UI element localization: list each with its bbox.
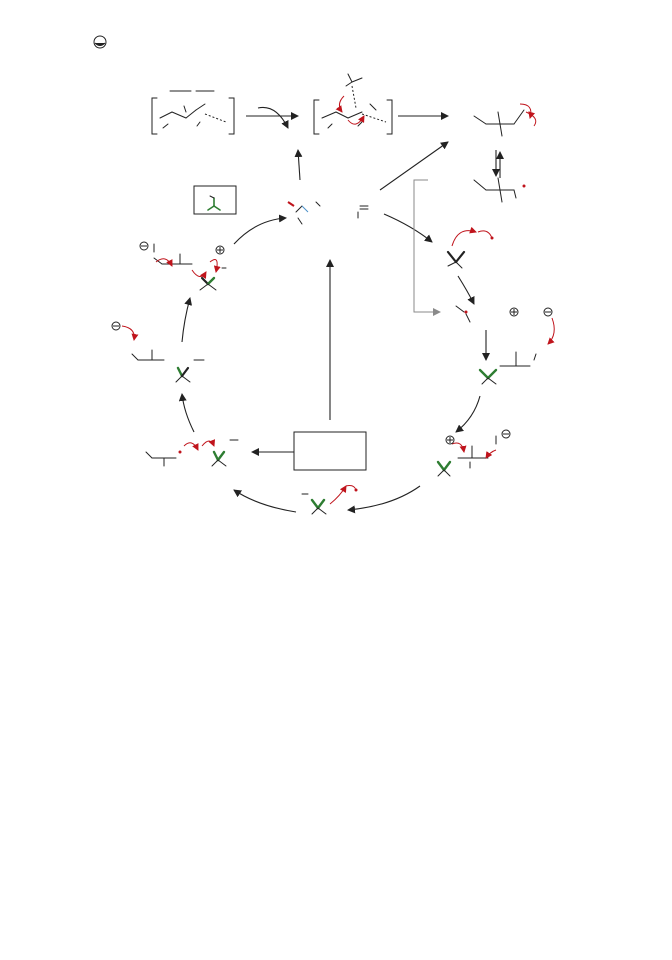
upper-left-plus-charge xyxy=(215,245,225,255)
top-left-bracketed-species xyxy=(151,90,235,135)
right-minus-arrow xyxy=(547,317,555,345)
arrow-cycle-entry-left xyxy=(233,214,287,245)
left-mid-species xyxy=(131,349,205,383)
right-tautomer-species xyxy=(473,177,526,203)
left-minus-charge xyxy=(111,321,121,331)
lower-left-species xyxy=(145,439,239,467)
side-path-bracket xyxy=(413,179,441,316)
arrow-center-to-top-right xyxy=(379,141,449,191)
arrow-cycle-right-1 xyxy=(457,275,475,305)
lower-right-plus-charge xyxy=(445,435,455,445)
right-lower-species xyxy=(478,351,537,385)
central-substrate xyxy=(287,201,369,225)
upper-left-minus-charge xyxy=(139,241,149,251)
right-top-species xyxy=(446,226,494,269)
left-minus-arrow xyxy=(121,325,139,341)
arrow-center-to-top xyxy=(294,149,303,181)
lower-right-minus-charge xyxy=(501,429,511,439)
arrow-cycle-bottom-right xyxy=(347,485,421,514)
top-right-species xyxy=(473,103,537,137)
right-mid-species xyxy=(455,305,471,323)
right-plus-charge xyxy=(509,307,519,317)
lower-right-species xyxy=(436,435,497,477)
arrow-cycle-left-upper xyxy=(181,297,193,343)
top-middle-bracketed-species xyxy=(313,73,393,135)
right-minus-charge xyxy=(543,307,553,317)
arrow-cycle-left-lower xyxy=(178,393,195,433)
upper-left-species xyxy=(153,243,227,291)
arrow-cycle-right-3 xyxy=(455,395,481,433)
arrow-curved-top-addition xyxy=(257,106,289,129)
header-charge-symbol xyxy=(93,35,107,49)
arrow-center-to-right-species xyxy=(383,213,433,243)
bottom-species xyxy=(301,485,358,515)
arrow-cycle-bottom-left xyxy=(233,489,297,513)
catalyst-inset-box xyxy=(193,185,237,215)
equilibrium-arrows xyxy=(492,150,504,178)
reagent-box xyxy=(293,431,367,471)
